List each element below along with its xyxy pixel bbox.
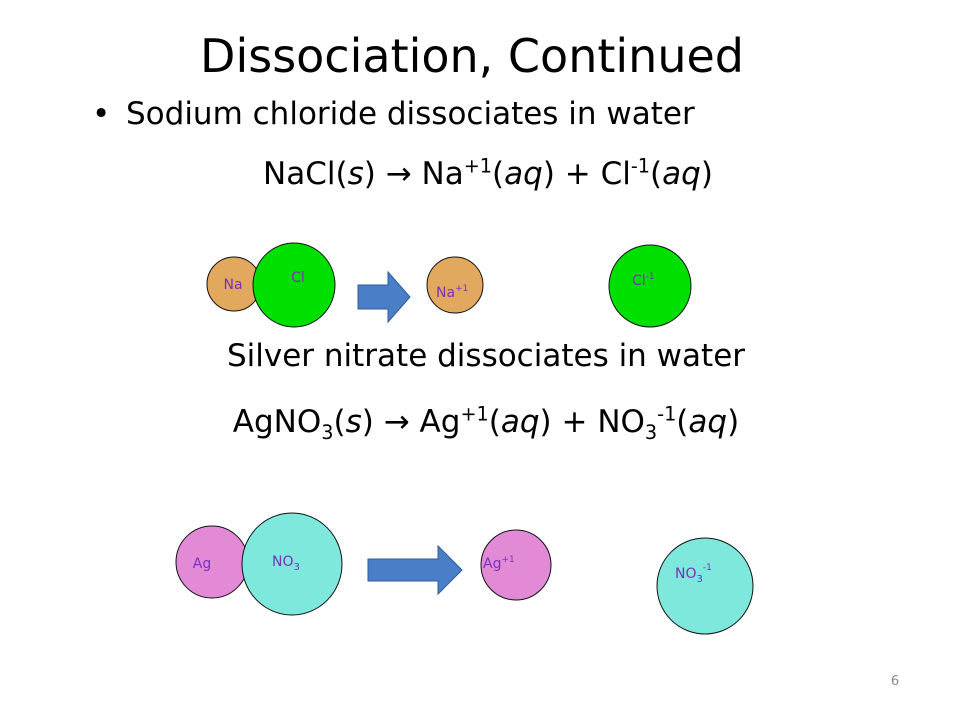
eq2-cation-charge: +1 [460,402,489,426]
no3-group [241,512,343,616]
no3-ion [656,537,754,635]
eq1-cation: Na [421,156,464,192]
arrow-1-icon [357,270,411,324]
cl-label: Cl [291,270,305,286]
slide-title: Dissociation, Continued [200,29,744,83]
eq2-reactant-sub: 3 [321,421,334,445]
equation-agno3: AgNO3(s) → Ag+1(aq) + NO3-1(aq) [232,402,740,445]
eq2-reactant: AgNO [232,404,322,440]
eq2-arrow: ) → [361,404,420,440]
nacl-molecule: Na Cl [206,242,336,328]
cl-ion-label: Cl-1 [632,272,655,289]
ag-ion [480,529,552,601]
eq1-anion-charge: -1 [630,154,651,178]
na-label: Na [223,277,242,293]
eq2-cation: Ag [419,404,461,440]
eq2-plus: ) + [539,404,598,440]
ag-label: Ag [193,556,211,572]
eq1-state: s [347,156,364,192]
no3-ion-label: NO3-1 [675,563,712,585]
eq1-close: ) [700,156,713,192]
ag-atom [175,525,249,599]
eq1-cation-charge: +1 [463,154,493,178]
arrow-2-icon [367,544,463,596]
subtitle-silver-nitrate: Silver nitrate dissociates in water [226,338,746,374]
cl-ion [608,244,692,328]
eq1-anion: Cl [600,156,631,192]
eq1-reactant: NaCl( [263,156,348,192]
eq2-close: ) [727,404,740,440]
ag-ion-label: Ag+1 [483,555,515,572]
eq2-aq2: aq [688,404,728,440]
eq2-anion-sub: 3 [644,421,658,445]
eq1-arrow: ) → [363,156,422,192]
eq2-open: ( [333,404,346,440]
bullet-dot: • [92,96,111,132]
eq2-anion-charge: -1 [657,402,677,426]
equation-nacl: NaCl(s) → Na+1(aq) + Cl-1(aq) [263,154,713,192]
bullet-text: Sodium chloride dissociates in water [126,96,695,132]
eq2-state: s [345,404,362,440]
eq2-aq1: aq [500,404,540,440]
agno3-molecule: Ag NO3 [175,512,343,616]
cl-atom [252,242,336,328]
eq1-aq1: aq [504,156,543,192]
eq2-anion: NO [597,404,645,440]
eq1-aq2: aq [662,156,701,192]
no3-label: NO3 [272,554,300,573]
na-ion [426,256,484,314]
na-ion-label: Na+1 [436,284,468,301]
page-number: 6 [890,674,900,689]
eq1-plus: ) + [542,156,601,192]
